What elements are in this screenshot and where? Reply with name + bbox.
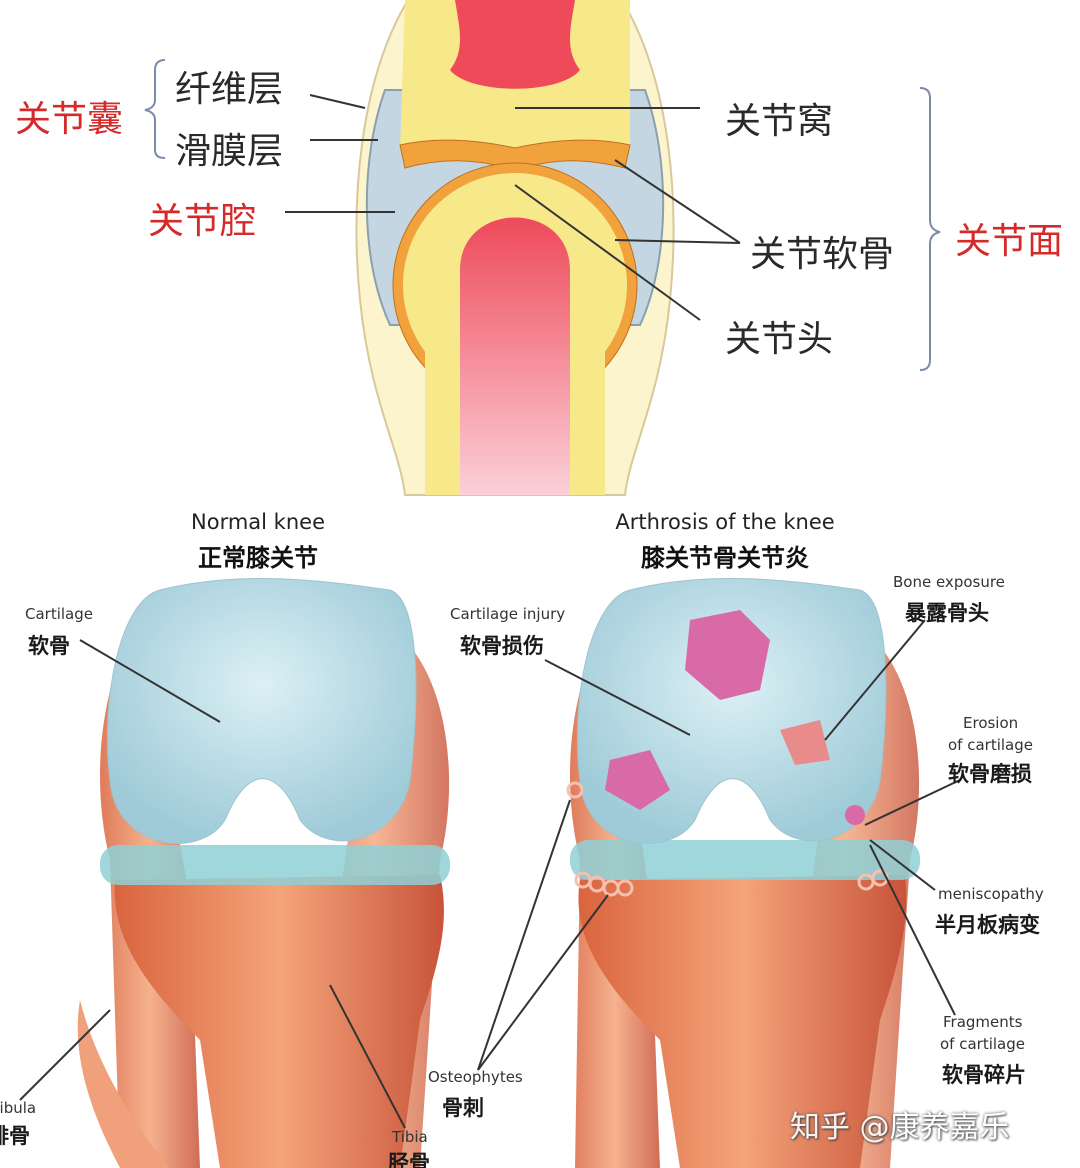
normal-tibia bbox=[114, 875, 444, 1168]
label-osteophytes-en: Osteophytes bbox=[428, 1068, 523, 1086]
watermark: 知乎 @康养嘉乐 bbox=[790, 1110, 1010, 1145]
lower-marrow bbox=[460, 217, 570, 495]
erosion-patch bbox=[605, 750, 670, 810]
label-erosion-cn: 软骨磨损 bbox=[948, 762, 1032, 786]
upper-cartilage bbox=[399, 139, 631, 171]
osteophytes bbox=[566, 781, 889, 897]
normal-cartilage bbox=[107, 577, 417, 844]
fibula bbox=[77, 1000, 170, 1168]
label-articular-surface: 关节面 bbox=[955, 221, 1064, 262]
label-cartilage-injury-cn: 软骨损伤 bbox=[460, 634, 544, 658]
label-fibrous-layer: 纤维层 bbox=[175, 69, 284, 110]
normal-knee-title-cn: 正常膝关节 bbox=[198, 544, 318, 572]
bone-exposure-patch bbox=[685, 610, 770, 700]
label-fragments-en-2: of cartilage bbox=[940, 1035, 1025, 1053]
label-cartilage-injury-en: Cartilage injury bbox=[450, 605, 566, 623]
arthrosis-title-cn: 膝关节骨关节炎 bbox=[641, 544, 809, 572]
label-articular-cartilage: 关节软骨 bbox=[750, 234, 895, 275]
upper-marrow bbox=[450, 0, 580, 89]
arthrosis-knee-illustration bbox=[477, 577, 961, 1168]
label-joint-socket: 关节窝 bbox=[725, 101, 834, 142]
label-erosion-en-1: Erosion bbox=[963, 714, 1019, 732]
label-joint-head: 关节头 bbox=[725, 319, 834, 360]
label-meniscopathy-cn: 半月板病变 bbox=[935, 913, 1040, 937]
label-bone-exposure-en: Bone exposure bbox=[893, 573, 1005, 591]
label-joint-cavity: 关节腔 bbox=[148, 201, 257, 242]
label-tibia-cn: 胫骨 bbox=[388, 1151, 430, 1168]
leader-lines bbox=[285, 94, 741, 321]
label-tibia-en: Tibia bbox=[392, 1128, 428, 1146]
label-fragments-cn: 软骨碎片 bbox=[942, 1063, 1026, 1087]
label-bone-exposure-cn: 暴露骨头 bbox=[905, 601, 989, 625]
label-synovial-layer: 滑膜层 bbox=[175, 131, 284, 172]
arthrosis-meniscus bbox=[570, 840, 920, 880]
label-erosion-en-2: of cartilage bbox=[948, 736, 1033, 754]
normal-knee-title-en: Normal knee bbox=[191, 510, 325, 534]
brackets bbox=[144, 59, 941, 371]
label-fibula-cn: 腓骨 bbox=[0, 1124, 30, 1148]
normal-knee-illustration bbox=[19, 577, 450, 1168]
label-fragments-en-1: Fragments bbox=[943, 1013, 1023, 1031]
label-cartilage-cn: 软骨 bbox=[28, 634, 70, 658]
label-osteophytes-cn: 骨刺 bbox=[442, 1096, 484, 1120]
label-joint-capsule: 关节囊 bbox=[15, 99, 124, 140]
arthrosis-title-en: Arthrosis of the knee bbox=[615, 510, 835, 534]
joint-schematic bbox=[144, 0, 941, 496]
normal-meniscus bbox=[100, 845, 450, 885]
label-fibula-en: Fibula bbox=[0, 1099, 37, 1117]
label-meniscopathy-en: meniscopathy bbox=[938, 885, 1044, 903]
arthrosis-tibia bbox=[578, 875, 907, 1168]
label-cartilage-en: Cartilage bbox=[25, 605, 93, 623]
